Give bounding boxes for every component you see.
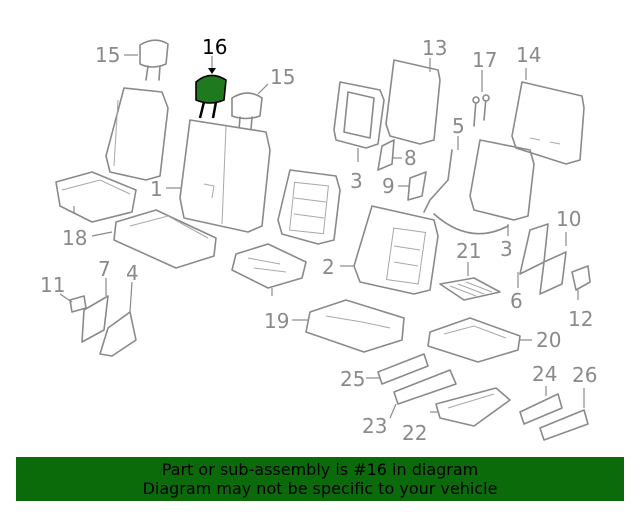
part-17-bolts <box>472 94 490 127</box>
part-24-trim <box>519 393 563 425</box>
callout-2: 2 <box>322 255 335 279</box>
part-10-cover <box>539 251 567 295</box>
part-22-track <box>435 387 511 427</box>
callout-12: 12 <box>568 307 593 331</box>
callout-17: 17 <box>472 48 497 72</box>
info-banner: Part or sub-assembly is #16 in diagram D… <box>16 457 624 501</box>
callout-25: 25 <box>340 367 365 391</box>
part-19-cushion <box>305 299 405 353</box>
banner-line-disclaimer: Diagram may not be specific to your vehi… <box>142 479 498 498</box>
part-21-mat <box>439 277 501 301</box>
callout-19: 19 <box>264 309 289 333</box>
leader-18 <box>91 231 113 237</box>
callout-9: 9 <box>382 174 395 198</box>
part-cushion-center <box>113 209 217 269</box>
callout-11: 11 <box>40 273 65 297</box>
part-13-panel <box>385 59 441 145</box>
callout-8: 8 <box>404 146 417 170</box>
part-7-cover <box>81 295 109 343</box>
callout-4: 4 <box>126 261 139 285</box>
part-15-headrest-left <box>139 39 169 81</box>
callout-20: 20 <box>536 328 561 352</box>
part-5-rod <box>423 149 453 213</box>
callout-13: 13 <box>422 36 447 60</box>
part-18-cushion-left <box>55 171 137 223</box>
callout-14: 14 <box>516 43 541 67</box>
callout-3b: 3 <box>500 237 513 261</box>
part-16-headrest-highlighted <box>195 74 227 119</box>
part-14-back-panel <box>511 81 585 165</box>
callout-21: 21 <box>456 239 481 263</box>
callout-22: 22 <box>402 421 427 445</box>
callout-18: 18 <box>62 226 87 250</box>
part-9-bracket <box>407 171 427 201</box>
seat-parts-diagram: 15 16 15 1 18 <box>40 35 597 445</box>
leader-15b <box>257 83 269 95</box>
part-8-bracket <box>377 139 395 171</box>
part-26-trim <box>539 409 589 441</box>
part-3-frame-lower <box>433 139 535 235</box>
callout-5: 5 <box>452 114 465 138</box>
callout-7: 7 <box>98 257 111 281</box>
callout-3a: 3 <box>350 169 363 193</box>
part-seatback-left <box>105 87 169 181</box>
part-cushion-pad <box>231 243 307 289</box>
callout-16: 16 <box>202 35 227 59</box>
callout-10: 10 <box>556 207 581 231</box>
part-25-trim <box>377 353 429 385</box>
part-3-frame-upper <box>333 81 385 149</box>
part-1-seatback <box>179 119 271 233</box>
part-15-headrest-right <box>231 92 263 131</box>
banner-line-part: Part or sub-assembly is #16 in diagram <box>161 460 479 479</box>
callout-24: 24 <box>532 362 557 386</box>
leader-23 <box>389 403 397 419</box>
callout-1: 1 <box>150 177 163 201</box>
callout-15b: 15 <box>270 65 295 89</box>
part-2-seatback-right <box>353 205 439 295</box>
part-20-tray <box>427 317 521 363</box>
callout-15a: 15 <box>95 43 120 67</box>
leader-11 <box>59 293 73 303</box>
arrow-16 <box>208 68 216 74</box>
callout-6: 6 <box>510 289 523 313</box>
part-12-clip <box>571 265 591 291</box>
callout-26: 26 <box>572 363 597 387</box>
part-23-trim <box>393 369 457 405</box>
part-4-recliner <box>99 311 137 357</box>
callout-23: 23 <box>362 414 387 438</box>
part-seatback-frame-center <box>277 169 341 245</box>
leader-4 <box>129 281 133 313</box>
